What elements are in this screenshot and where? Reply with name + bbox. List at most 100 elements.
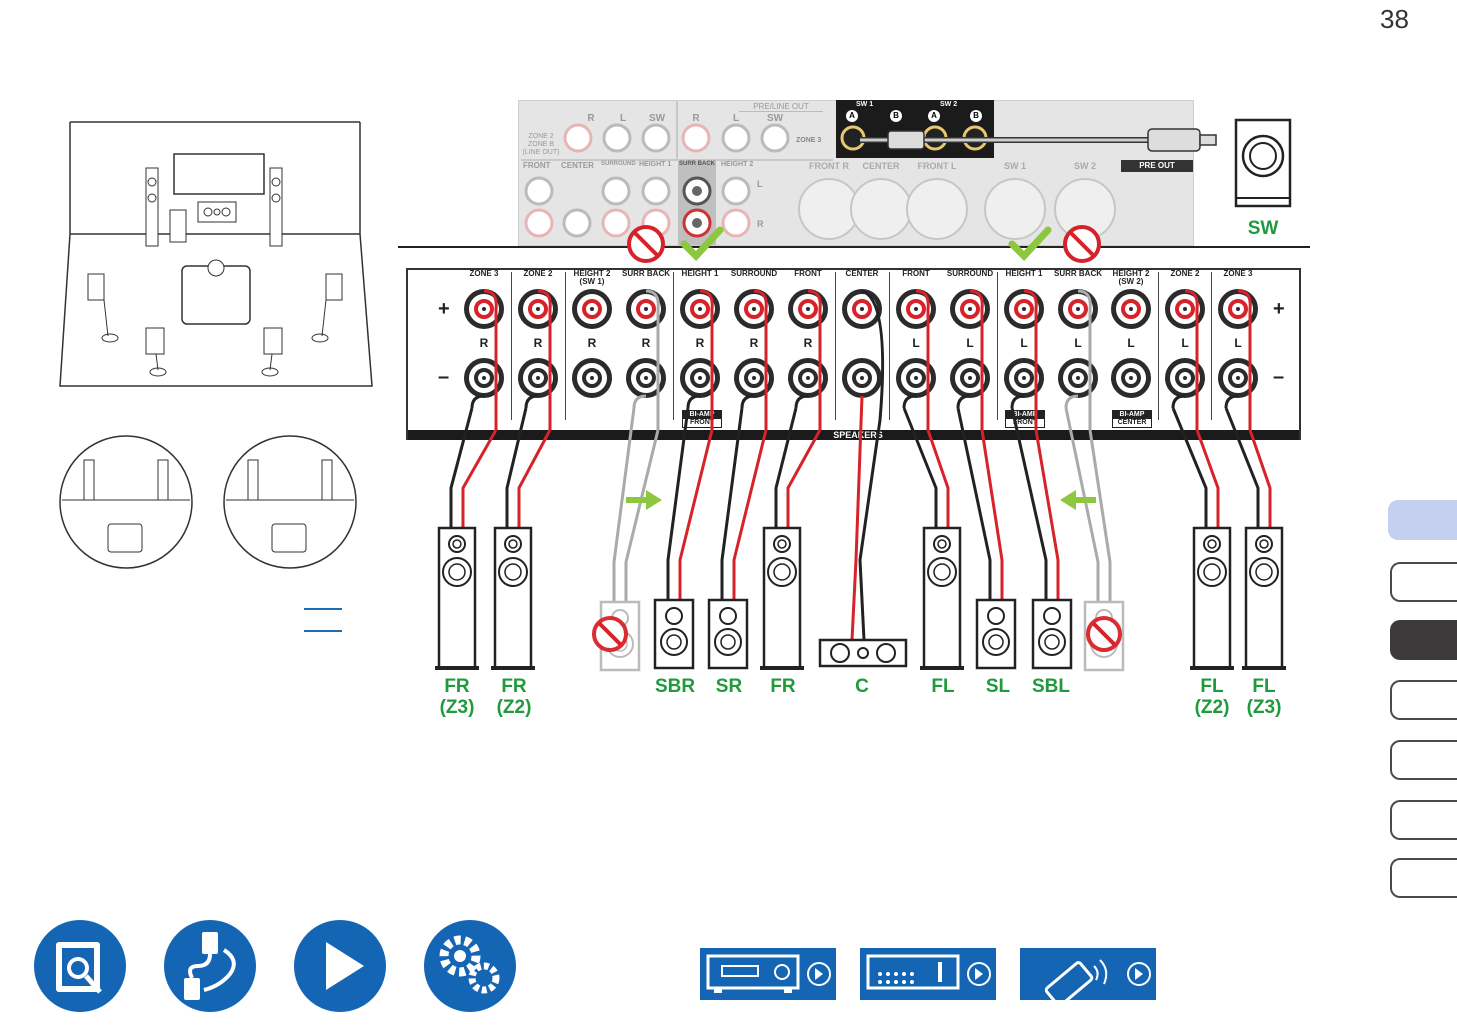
side-tab-2[interactable] [1390, 562, 1457, 602]
column-separator [1211, 272, 1212, 420]
channel-letter: R [749, 336, 759, 350]
terminal-label: HEIGHT 2(SW 1) [573, 269, 611, 286]
terminal-label: SURR BACK [1054, 269, 1102, 278]
side-tab-6[interactable] [1390, 800, 1457, 840]
terminal-label: FRONT [902, 269, 930, 278]
rca-bottom-label: FRONT [523, 161, 551, 170]
speaker-wiring [435, 289, 1286, 672]
speakers-bar [408, 430, 1299, 440]
channel-letter: L [1074, 336, 1082, 350]
link-underline[interactable] [304, 608, 342, 610]
channel-letter: L [1234, 336, 1242, 350]
channel-letter: R [479, 336, 489, 350]
sw2-b-badge: B [970, 110, 982, 122]
sw1-a-badge: A [846, 110, 858, 122]
room-layout-illustration [59, 121, 373, 387]
subwoofer-cable [860, 128, 1217, 152]
section-divider [398, 246, 1310, 248]
channel-letter: L [966, 336, 974, 350]
channel-letter: L [1127, 336, 1135, 350]
side-tab-1[interactable] [1388, 500, 1457, 540]
rca-bottom-label: HEIGHT 1 [639, 161, 672, 168]
channel-letter: R [533, 336, 543, 350]
manual-icon[interactable] [34, 920, 126, 1012]
terminal-label: HEIGHT 1 [681, 269, 719, 278]
rca-top-label: SW [766, 113, 784, 124]
sw2-a-badge: A [928, 110, 940, 122]
rca-bottom-label: SURR BACK [679, 161, 715, 167]
speaker-label-fl: FL [931, 676, 955, 697]
rca-top-label: R [692, 113, 700, 124]
xlr-label: FRONT R [809, 161, 849, 171]
plus-sign-right: + [1273, 298, 1285, 320]
pre-out-jacks [524, 123, 1116, 245]
channel-letter: R [641, 336, 651, 350]
r-letter: R [757, 219, 764, 229]
plus-sign-left: + [438, 298, 450, 320]
side-tab-5[interactable] [1390, 740, 1457, 780]
remote-button[interactable] [1020, 948, 1156, 1007]
settings-icon[interactable] [424, 920, 516, 1012]
arrow-left-icon [1060, 490, 1096, 510]
sw1-label: SW 1 [856, 101, 874, 108]
column-separator [673, 272, 674, 420]
playback-icon[interactable] [294, 920, 386, 1012]
speaker-label-fr-z2: FR(Z2) [496, 676, 532, 718]
column-separator [835, 272, 836, 420]
speaker-label-fl-z2: FL(Z2) [1194, 676, 1230, 718]
channel-letter: R [803, 336, 813, 350]
channel-letter: R [587, 336, 597, 350]
height-speaker-diagram-right [223, 435, 357, 569]
speaker-label-c: C [855, 676, 869, 697]
subwoofer-label: SW [1247, 218, 1279, 239]
xlr-label: SW 2 [1073, 161, 1096, 171]
column-separator [565, 272, 566, 420]
terminal-label: ZONE 3 [1223, 269, 1253, 278]
speaker-label-fr-z3: FR(Z3) [439, 676, 475, 718]
connection-icon[interactable] [164, 920, 256, 1012]
speakers-bar-label: SPEAKERS [833, 430, 883, 440]
rca-top-label: L [619, 113, 627, 124]
column-separator [889, 272, 890, 420]
terminal-label: ZONE 2 [523, 269, 553, 278]
positive-terminal[interactable] [572, 289, 612, 329]
speaker-label-fl-z3: FL(Z3) [1246, 676, 1282, 718]
terminal-label: ZONE 3 [469, 269, 499, 278]
link-underline[interactable] [304, 630, 342, 632]
rear-panel-button[interactable] [860, 948, 996, 1000]
page-number: 38 [1380, 4, 1409, 34]
terminal-label: SURROUND [946, 269, 994, 278]
rca-bottom-label: SURROUND [601, 161, 636, 167]
front-panel-button[interactable] [700, 948, 836, 1000]
speaker-label-fr: FR [770, 676, 796, 697]
negative-terminal[interactable] [1111, 358, 1151, 398]
side-tab-3[interactable] [1390, 620, 1457, 660]
height-speaker-diagram-left [59, 435, 193, 569]
terminal-label: ZONE 2 [1170, 269, 1200, 278]
minus-sign-right: – [1273, 366, 1285, 388]
pre-line-out-label: PRE/LINE OUT [739, 102, 823, 112]
side-tab-4[interactable] [1390, 680, 1457, 720]
rca-top-label: R [587, 113, 595, 124]
column-separator [997, 272, 998, 420]
negative-terminal[interactable] [572, 358, 612, 398]
rca-bottom-label: CENTER [561, 161, 594, 170]
speaker-label-sr: SR [715, 676, 743, 697]
terminal-label: CENTER [845, 269, 879, 278]
channel-letter: L [1181, 336, 1189, 350]
channel-letter: R [695, 336, 705, 350]
rca-bottom-label: HEIGHT 2 [721, 161, 754, 168]
preout-markers-right [1008, 225, 1101, 263]
zone3-label: ZONE 3 [796, 137, 822, 144]
terminal-label: SURROUND [730, 269, 778, 278]
negative-terminal[interactable] [842, 358, 882, 398]
channel-letter: L [912, 336, 920, 350]
sw2-label: SW 2 [940, 101, 958, 108]
side-tab-7[interactable] [1390, 858, 1457, 898]
speaker-label-sl: SL [985, 676, 1011, 697]
arrow-right-icon [626, 490, 662, 510]
terminal-label: HEIGHT 2(SW 2) [1112, 269, 1150, 286]
xlr-label: FRONT L [917, 161, 957, 171]
positive-terminal[interactable] [1111, 289, 1151, 329]
